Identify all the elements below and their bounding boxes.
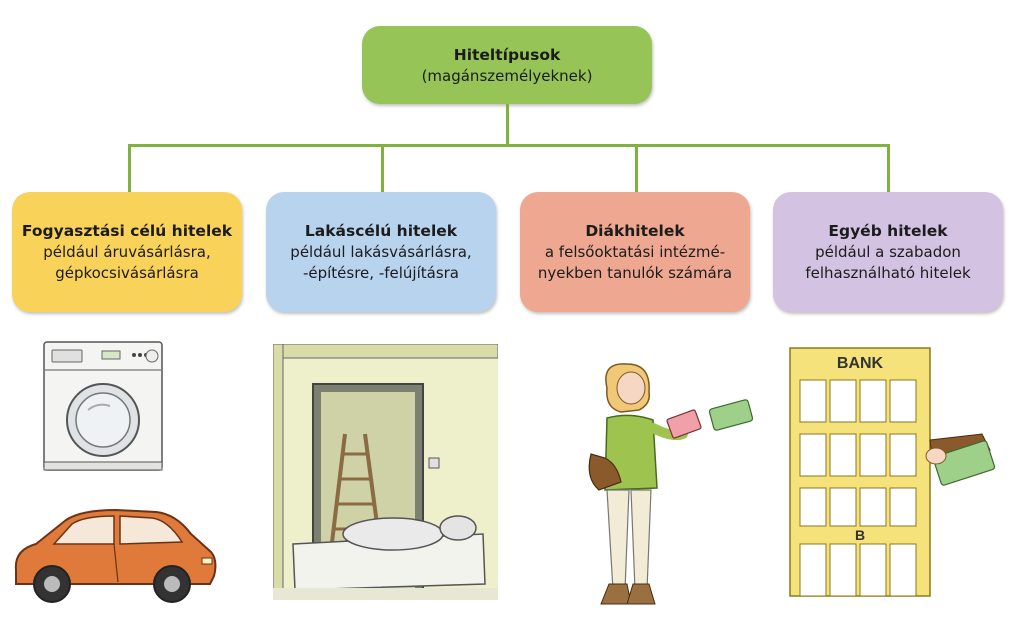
connector-horizontal [128,144,890,147]
connector-branch-4 [887,144,890,192]
bank-door-sign: B [855,527,865,543]
root-title: Hiteltípusok [453,45,561,64]
category-other-loans: Egyéb hitelek például a szabadon felhasz… [773,192,1003,312]
category-desc-line: például áruvásárlásra, [43,243,211,261]
category-desc-line: például lakásvásárlásra, [290,243,472,261]
category-title: Fogyasztási célú hitelek [21,222,233,240]
bank-building-illustration: BANK B [789,347,996,597]
bank-sign: BANK [837,355,884,372]
category-desc-line: gépkocsivásárlásra [55,264,199,282]
category-title: Egyéb hitelek [828,222,948,240]
root-subtitle: (magánszemélyeknek) [421,66,593,85]
category-desc-line: felhasználható hitelek [805,264,971,282]
renovation-room-illustration [273,344,498,600]
category-student-loans: Diákhitelek a felsőoktatási intézmé- nye… [520,192,750,312]
category-housing-loans: Lakáscélú hitelek például lakásvásárlásr… [266,192,496,312]
connector-branch-3 [635,144,638,192]
category-title: Lakáscélú hitelek [304,222,458,240]
category-consumer-loans: Fogyasztási célú hitelek például áruvásá… [12,192,242,312]
category-desc-line: -építésre, -felújításra [302,264,460,282]
connector-branch-1 [128,144,131,192]
category-desc-line: nyekben tanulók számára [537,264,733,282]
student-with-money-illustration [588,363,754,605]
category-desc-line: a felsőoktatási intézmé- [544,243,726,261]
category-desc-line: például a szabadon [815,243,961,261]
washing-machine-illustration [43,341,163,471]
connector-branch-2 [381,144,384,192]
car-illustration [14,508,217,603]
category-title: Diákhitelek [585,222,685,240]
connector-root-stem [506,104,509,146]
root-node: Hiteltípusok (magánszemélyeknek) [362,26,652,104]
